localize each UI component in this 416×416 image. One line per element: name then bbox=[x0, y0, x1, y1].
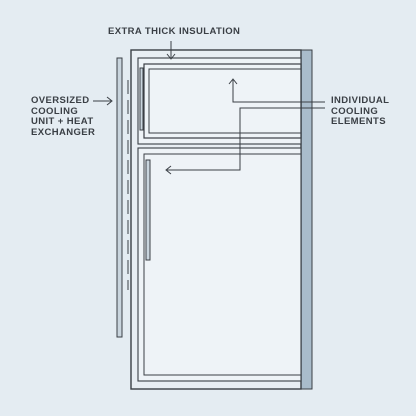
cooling-elements-arrow-fridge-head bbox=[165, 165, 172, 175]
freezer-handle bbox=[139, 67, 144, 131]
cooling-elements-arrow-freezer bbox=[232, 80, 325, 103]
fridge-door bbox=[137, 147, 302, 382]
cooling-elements-arrow-freezer-head bbox=[228, 78, 238, 85]
fridge-handle bbox=[145, 159, 151, 261]
freezer-door bbox=[137, 57, 302, 145]
cooling-elements-arrow-fridge bbox=[167, 107, 325, 171]
cooling-unit-label: OVERSIZED COOLING UNIT + HEAT EXCHANGER bbox=[31, 95, 96, 138]
cooling-unit-panel bbox=[116, 57, 123, 338]
insulation-arrow-head bbox=[166, 53, 176, 60]
insulation-label: EXTRA THICK INSULATION bbox=[108, 26, 241, 37]
fridge-side-panel bbox=[299, 49, 313, 390]
fridge-door-inner bbox=[143, 153, 302, 376]
freezer-insulation-inner bbox=[148, 68, 302, 134]
cooling-elements-label: INDIVIDUAL COOLING ELEMENTS bbox=[331, 95, 390, 127]
cooling-unit-arrow-head bbox=[106, 96, 113, 106]
